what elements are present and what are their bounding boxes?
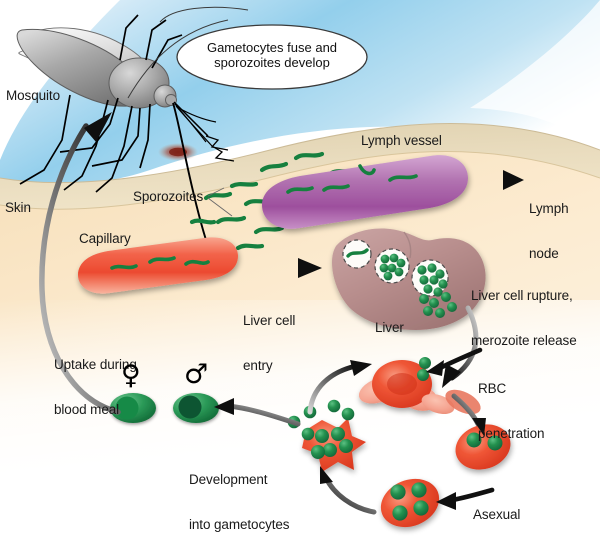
- label-lymph-vessel: Lymph vessel: [361, 133, 442, 148]
- arrows: [39, 112, 524, 515]
- lymph-vessel-sporozoites: [286, 164, 418, 194]
- schizont-red-blood-cell: [380, 478, 440, 528]
- label-asexual-line-1: Asexual: [473, 507, 521, 522]
- infected-red-blood-cell: [455, 424, 511, 470]
- male-symbol-icon: ♂: [184, 359, 209, 390]
- lymph-vessel: [262, 155, 468, 229]
- label-liver-entry-line-2: entry: [243, 358, 273, 373]
- label-capillary: Capillary: [79, 231, 131, 246]
- label-rbc-penetration-line-2: penetration: [478, 426, 545, 441]
- label-liver-rupture-line-2: merozoite release: [471, 333, 577, 348]
- mosquito-mouthparts: [205, 135, 235, 162]
- capillary: [78, 237, 238, 294]
- label-liver-rupture: Liver cell rupture, merozoite release: [471, 258, 577, 363]
- label-uptake-blood-meal: Uptake during blood meal: [54, 327, 137, 432]
- label-development-line-2: into gametocytes: [189, 517, 290, 532]
- label-lymph-node: Lymph node: [529, 171, 569, 276]
- label-uptake-line-1: Uptake during: [54, 357, 137, 372]
- label-sporozoites: Sporozoites: [133, 189, 204, 204]
- leader-lines: [207, 187, 233, 217]
- label-liver-cell-entry: Liver cell entry: [243, 283, 295, 388]
- female-symbol-icon: ♀: [121, 360, 141, 391]
- callout-line-2: sporozoites develop: [214, 55, 330, 70]
- bite-mark: [158, 143, 198, 161]
- label-lymph-node-line-1: Lymph: [529, 201, 569, 216]
- callout-bubble: [127, 6, 368, 99]
- liver-infected-cells: [342, 239, 457, 318]
- label-asexual-reproduction: Asexual reproduction: [473, 477, 547, 536]
- schizont-merozoites-2: [417, 263, 448, 297]
- capillary-sporozoites: [110, 256, 210, 270]
- label-rbc-penetration-line-1: RBC: [478, 381, 507, 396]
- label-lymph-node-line-2: node: [529, 246, 559, 261]
- label-mosquito: Mosquito: [6, 88, 60, 103]
- callout-text: Gametocytes fuse and sporozoites develop: [182, 40, 362, 70]
- schizont-merozoites-1: [379, 253, 406, 281]
- label-liver-entry-line-1: Liver cell: [243, 313, 296, 328]
- label-development-into-gametocytes: Development into gametocytes: [189, 442, 290, 536]
- label-skin: Skin: [5, 200, 31, 215]
- label-rbc-penetration: RBC penetration: [478, 351, 545, 456]
- label-liver-rupture-line-1: Liver cell rupture,: [471, 288, 573, 303]
- gametocyte-female: [110, 393, 156, 423]
- label-liver: Liver: [375, 320, 404, 335]
- gametocyte-male: [173, 393, 219, 423]
- label-uptake-line-2: blood meal: [54, 402, 120, 417]
- released-merozoites: [419, 292, 457, 318]
- ruptured-red-blood-cell: [302, 418, 366, 472]
- label-development-line-1: Development: [189, 472, 268, 487]
- callout-line-1: Gametocytes fuse and: [206, 40, 338, 55]
